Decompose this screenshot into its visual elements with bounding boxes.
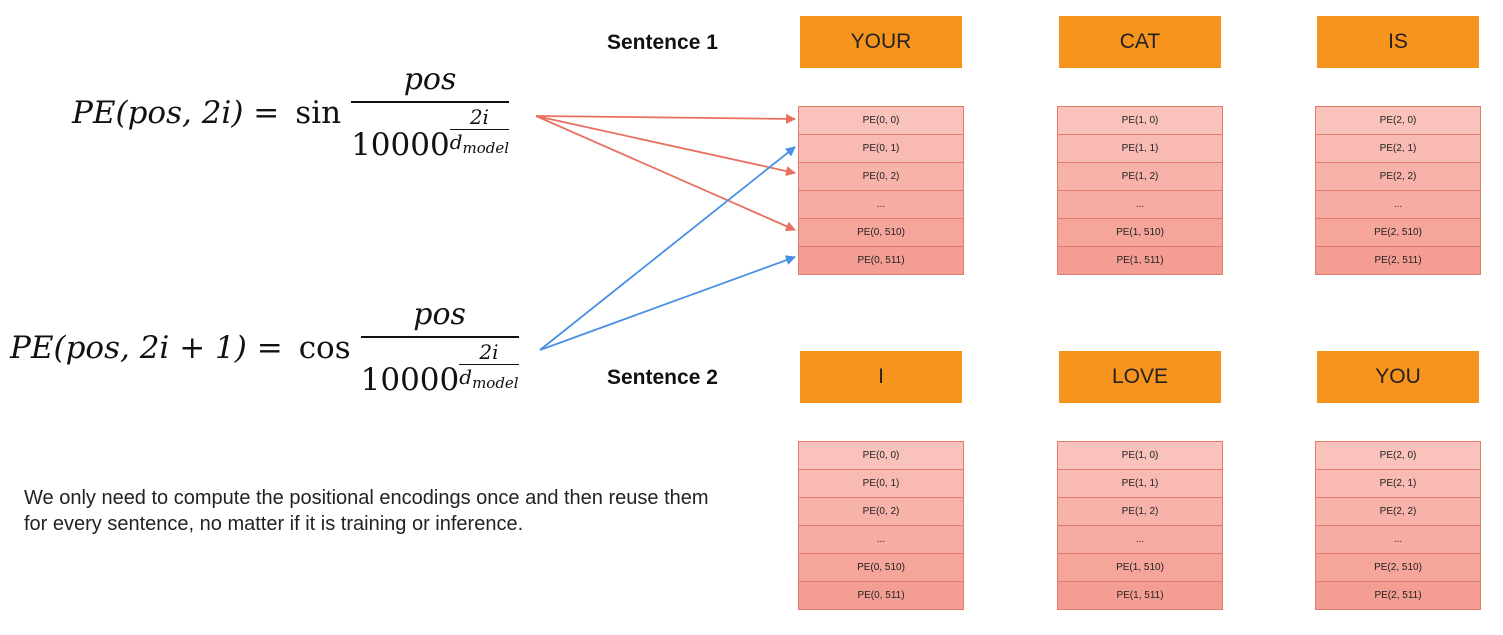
encoding-vector: PE(2, 0) PE(2, 1) PE(2, 2) ... PE(2, 510…: [1315, 441, 1481, 610]
encoding-vector: PE(2, 0) PE(2, 1) PE(2, 2) ... PE(2, 510…: [1315, 106, 1481, 275]
sin-arrow-to-pe-0-2: [535, 115, 796, 176]
sentence-1-label: Sentence 1: [607, 31, 718, 54]
cos-formula-lhs: PE(pos, 2i + 1) =: [10, 329, 283, 366]
encoding-vector: PE(0, 0) PE(0, 1) PE(0, 2) ... PE(0, 510…: [798, 106, 964, 275]
encoding-cell: PE(1, 0): [1057, 106, 1223, 135]
encoding-cell: PE(0, 2): [798, 163, 964, 191]
encoding-cell: ...: [1057, 526, 1223, 554]
cos-fraction: pos 10000 2i dmodel: [360, 297, 519, 398]
sin-base: 10000: [351, 127, 450, 163]
encoding-cell: PE(1, 511): [1057, 582, 1223, 610]
cos-arrow-to-pe-0-511: [539, 255, 796, 351]
sentence-2-label: Sentence 2: [607, 366, 718, 389]
sin-arrow-to-pe-0-510: [535, 115, 796, 231]
encoding-cell: PE(1, 1): [1057, 470, 1223, 498]
cos-denominator: 10000 2i dmodel: [361, 338, 519, 398]
encoding-vector: PE(0, 0) PE(0, 1) PE(0, 2) ... PE(0, 510…: [798, 441, 964, 610]
encoding-cell: ...: [798, 191, 964, 219]
encoding-cell: ...: [798, 526, 964, 554]
cos-numerator: pos: [360, 297, 519, 338]
sin-exp-numerator: 2i: [449, 105, 510, 130]
encoding-cell: ...: [1315, 526, 1481, 554]
encoding-cell: ...: [1315, 191, 1481, 219]
token-box: I: [800, 351, 962, 403]
encoding-cell: PE(2, 511): [1315, 582, 1481, 610]
sin-arrow-to-pe-0-0: [535, 113, 796, 124]
encoding-cell: PE(0, 0): [798, 106, 964, 135]
encoding-cell: PE(1, 2): [1057, 498, 1223, 526]
sin-denominator: 10000 2i dmodel: [351, 103, 510, 163]
sin-exponent: 2i dmodel: [449, 105, 510, 157]
cos-exp-denominator: dmodel: [459, 365, 519, 392]
encoding-cell: PE(0, 1): [798, 470, 964, 498]
cos-exponent: 2i dmodel: [459, 340, 519, 392]
encoding-cell: PE(0, 0): [798, 441, 964, 470]
token-box: YOU: [1317, 351, 1479, 403]
cos-function: cos: [298, 329, 351, 366]
encoding-cell: ...: [1057, 191, 1223, 219]
encoding-cell: PE(0, 511): [798, 582, 964, 610]
cos-arrow-to-pe-0-1: [539, 146, 796, 351]
encoding-cell: PE(1, 510): [1057, 219, 1223, 247]
encoding-cell: PE(2, 510): [1315, 554, 1481, 582]
encoding-cell: PE(2, 0): [1315, 441, 1481, 470]
encoding-vector: PE(1, 0) PE(1, 1) PE(1, 2) ... PE(1, 510…: [1057, 106, 1223, 275]
encoding-cell: PE(0, 510): [798, 219, 964, 247]
sin-exp-denominator: dmodel: [449, 130, 510, 157]
sin-formula-lhs: PE(pos, 2i) =: [72, 94, 280, 131]
cos-formula: PE(pos, 2i + 1) = cos pos 10000 2i dmode…: [10, 297, 519, 398]
explanation-text: We only need to compute the positional e…: [24, 487, 709, 535]
encoding-cell: PE(2, 1): [1315, 470, 1481, 498]
encoding-cell: PE(1, 511): [1057, 247, 1223, 275]
token-box: IS: [1317, 16, 1479, 68]
sin-numerator: pos: [351, 62, 510, 103]
encoding-cell: PE(2, 2): [1315, 498, 1481, 526]
sin-function: sin: [295, 94, 342, 131]
token-box: YOUR: [800, 16, 962, 68]
encoding-vector: PE(1, 0) PE(1, 1) PE(1, 2) ... PE(1, 510…: [1057, 441, 1223, 610]
cos-exp-numerator: 2i: [459, 340, 519, 365]
encoding-cell: PE(1, 2): [1057, 163, 1223, 191]
encoding-cell: PE(1, 510): [1057, 554, 1223, 582]
encoding-cell: PE(2, 511): [1315, 247, 1481, 275]
encoding-cell: PE(0, 511): [798, 247, 964, 275]
encoding-cell: PE(1, 0): [1057, 441, 1223, 470]
sin-fraction: pos 10000 2i dmodel: [351, 62, 510, 163]
cos-base: 10000: [360, 362, 460, 398]
encoding-cell: PE(1, 1): [1057, 135, 1223, 163]
encoding-cell: PE(2, 1): [1315, 135, 1481, 163]
token-box: LOVE: [1059, 351, 1221, 403]
encoding-cell: PE(0, 2): [798, 498, 964, 526]
sin-formula: PE(pos, 2i) = sin pos 10000 2i dmodel: [72, 62, 510, 163]
encoding-cell: PE(2, 0): [1315, 106, 1481, 135]
token-box: CAT: [1059, 16, 1221, 68]
encoding-cell: PE(2, 2): [1315, 163, 1481, 191]
encoding-cell: PE(2, 510): [1315, 219, 1481, 247]
encoding-cell: PE(0, 1): [798, 135, 964, 163]
encoding-cell: PE(0, 510): [798, 554, 964, 582]
